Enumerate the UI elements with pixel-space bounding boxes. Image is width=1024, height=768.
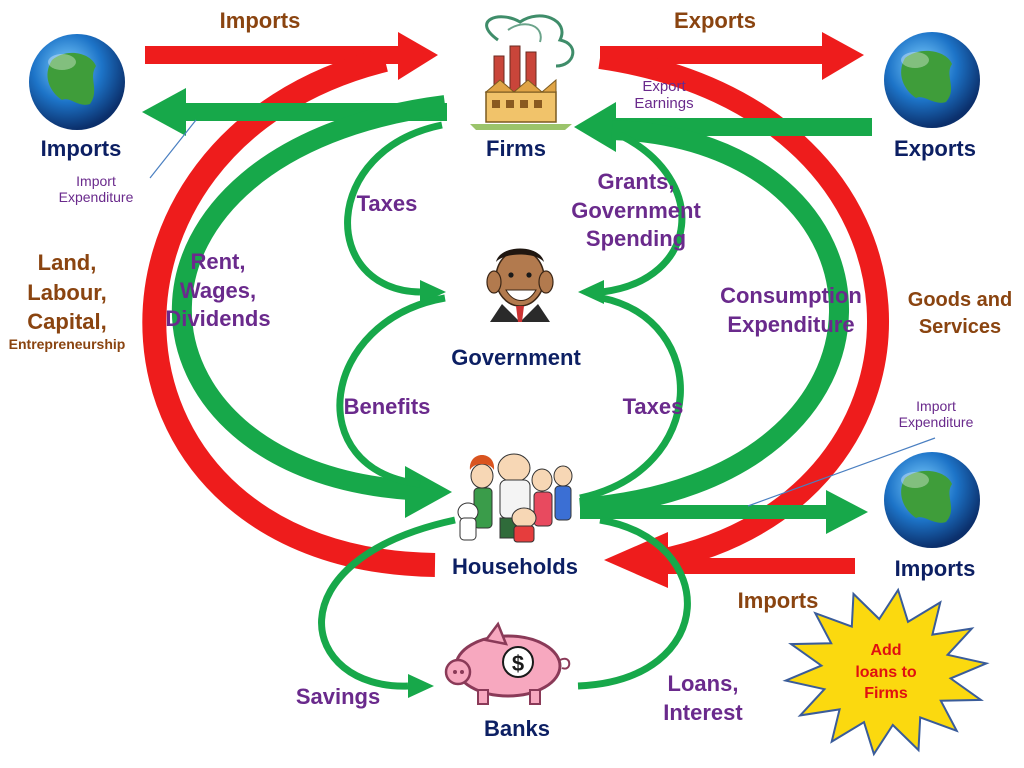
rent-wages-green-arc [171,95,447,500]
rent-wages-dividends-label: Rent, Wages, Dividends [165,249,271,332]
exports-arrow-top-right-head [822,32,864,80]
households-label: Households [452,554,578,579]
piggy-bank-icon: $ [444,621,571,705]
firms-label: Firms [486,136,546,161]
import-expenditure-left-label: Import Expenditure [58,173,134,206]
savings-label: Savings [295,684,381,709]
imports-world-bottom-right-label: Imports [894,556,976,581]
export-earnings-label: Export Earnings [634,78,694,113]
globe-icon [884,452,980,548]
loans-flow [577,516,691,690]
grants-flow [601,131,686,296]
import-expenditure-pointer-left [149,119,197,179]
banks-label: Banks [483,716,551,741]
rent-wages-green-arc-head [405,466,452,518]
politician-icon [486,248,554,322]
import-expenditure-arrow-bottom-right [580,505,828,519]
imports-arrow-top-left-head [398,32,438,80]
exports-world-top-right-label: Exports [894,136,976,161]
bank-dollar-sign: $ [512,651,524,676]
imports-arrow-bottom-right [660,558,855,574]
savings-flow-head [408,674,434,698]
grants-spending-label: Grants, Government Spending [571,169,701,252]
government-label: Government [451,345,581,370]
taxes-firms-flow-head [420,280,446,304]
savings-flow [318,516,456,690]
import-expenditure-right-label: Import Expenditure [898,398,974,431]
green-flows [142,88,872,698]
taxes-households-flow [579,294,684,502]
export-earnings-arrow-head [574,102,616,152]
goods-services-label: Goods and Services [907,289,1013,338]
consumption-expenditure-label: Consumption Expenditure [720,283,862,337]
imports-top-label: Imports [219,8,301,33]
factors-label: Land, Labour, Capital, Entrepreneurship [0,248,134,352]
callout-starburst [782,587,990,757]
globe-icon [29,34,125,130]
callout-text: Add loans to Firms [855,642,917,703]
loans-interest-label: Loans, Interest [663,671,743,725]
import-expenditure-pointer-right [747,437,936,507]
import-expenditure-arrow-bottom-right-head [826,490,868,534]
benefits-label: Benefits [343,394,431,419]
taxes-firms-flow [344,121,443,296]
imports-bottom-label: Imports [737,588,819,613]
taxes-households-label: Taxes [622,394,684,419]
consumption-green-arc [579,120,849,518]
grants-flow-head [578,280,604,304]
imports-world-top-left-label: Imports [40,136,122,161]
import-expenditure-arrow-top-left-head [142,88,186,136]
imports-arrow-top-left [145,46,400,64]
globe-icon [884,32,980,128]
exports-top-label: Exports [674,8,756,33]
factory-icon [470,14,575,130]
family-icon [457,453,573,543]
entrepreneurship-label: Entrepreneurship [8,336,126,353]
goods-flow-red-arc-head [604,532,668,588]
taxes-firms-label: Taxes [356,191,418,216]
benefits-flow [336,294,446,488]
